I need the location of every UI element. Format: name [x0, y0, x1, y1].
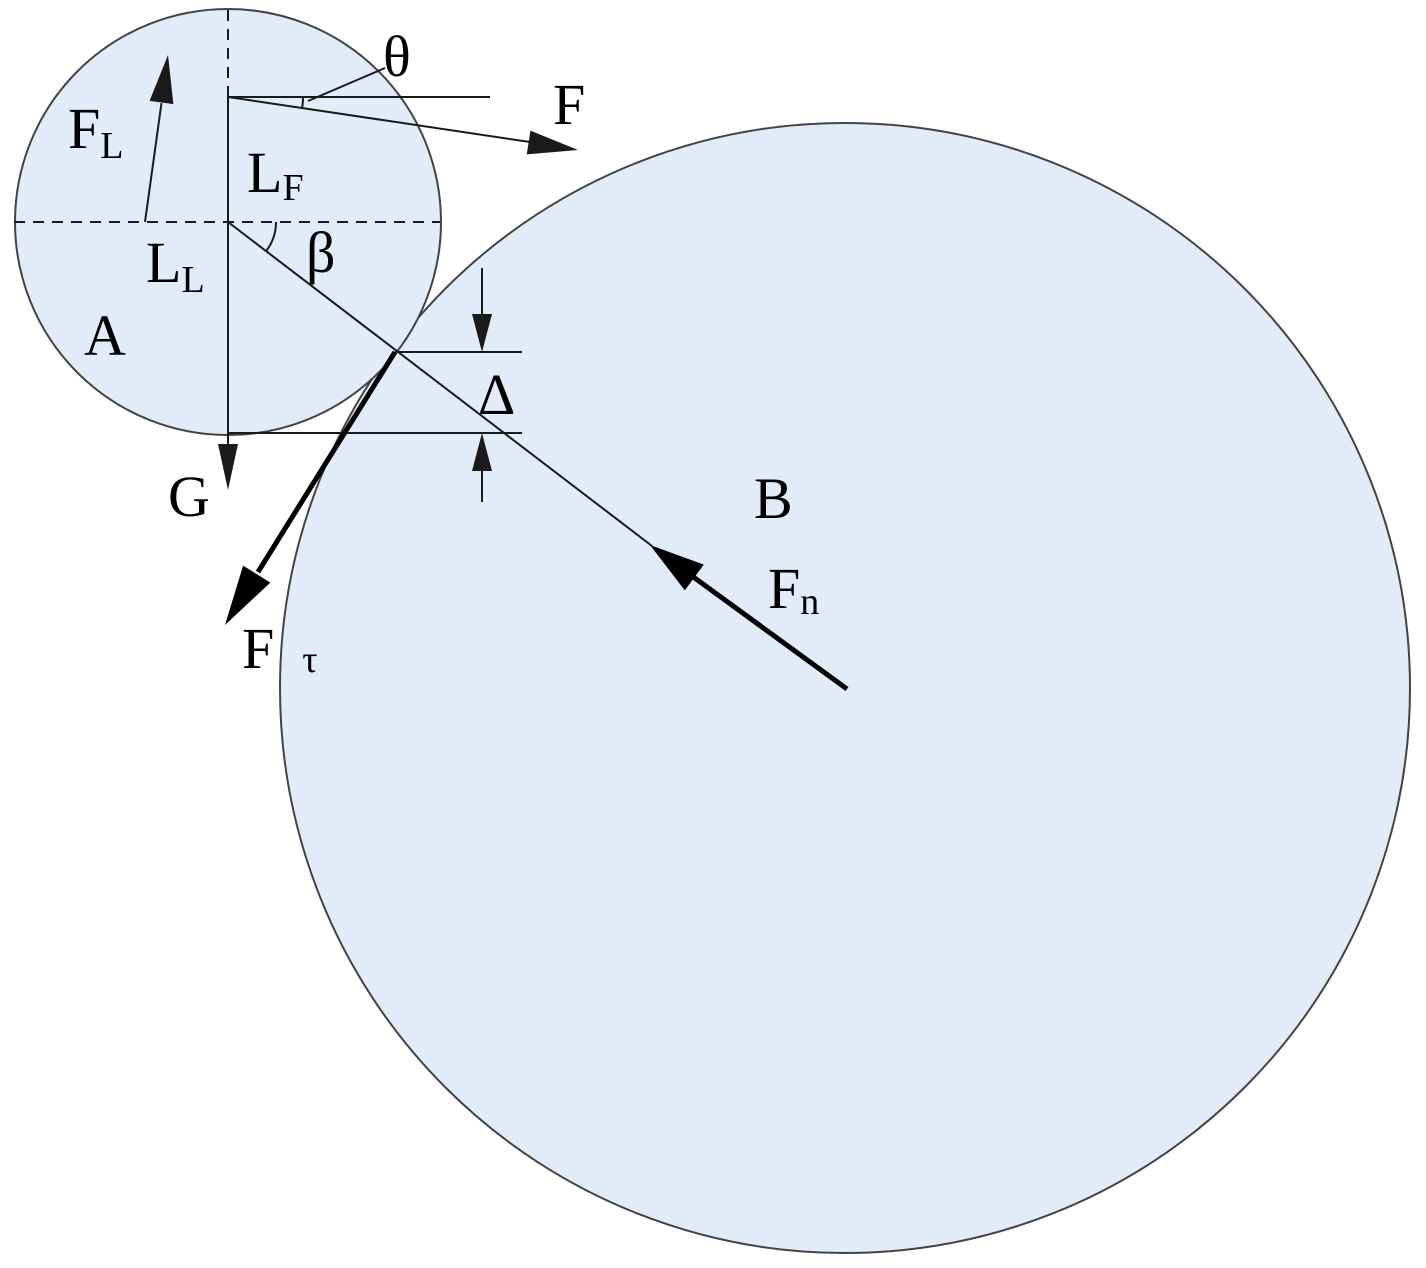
force-lift-arrow: [144, 55, 174, 223]
force-normal-label: Fn: [768, 556, 819, 623]
theta-label: θ: [383, 24, 411, 89]
length-f-label-main: L: [247, 140, 282, 205]
beta-angle-arc: [265, 221, 277, 252]
force-tangent-arrow: [225, 350, 398, 625]
theta-leader-line: [307, 67, 386, 102]
force-normal-label-main: F: [768, 556, 800, 621]
force-lift-label-main: F: [68, 96, 100, 161]
force-tangent-label-sub: τ: [302, 639, 317, 681]
length-l-label-main: L: [146, 230, 181, 295]
length-l-label: LL: [146, 230, 205, 301]
force-f-arrow: [227, 96, 578, 155]
force-f-label: F: [553, 72, 585, 137]
gravity-label: G: [168, 464, 210, 529]
delta-label: Δ: [478, 362, 515, 427]
length-f-label-sub: F: [282, 167, 303, 209]
force-normal-arrow: [650, 545, 849, 692]
gravity-arrow: [218, 222, 238, 490]
force-lift-label: FL: [68, 96, 123, 167]
length-f-label: LF: [247, 140, 304, 209]
force-normal-label-sub: n: [800, 581, 819, 623]
delta-down-arrow: [472, 268, 492, 352]
force-lift-label-sub: L: [100, 125, 123, 167]
length-l-label-sub: L: [181, 259, 204, 301]
body-b-label: B: [754, 466, 793, 531]
body-a-label: A: [84, 303, 126, 368]
force-tangent-label-main: F: [242, 616, 274, 681]
line-of-centers: [227, 221, 653, 547]
delta-up-arrow: [472, 433, 492, 502]
theta-angle-arc: [301, 96, 305, 109]
beta-label: β: [306, 220, 336, 285]
